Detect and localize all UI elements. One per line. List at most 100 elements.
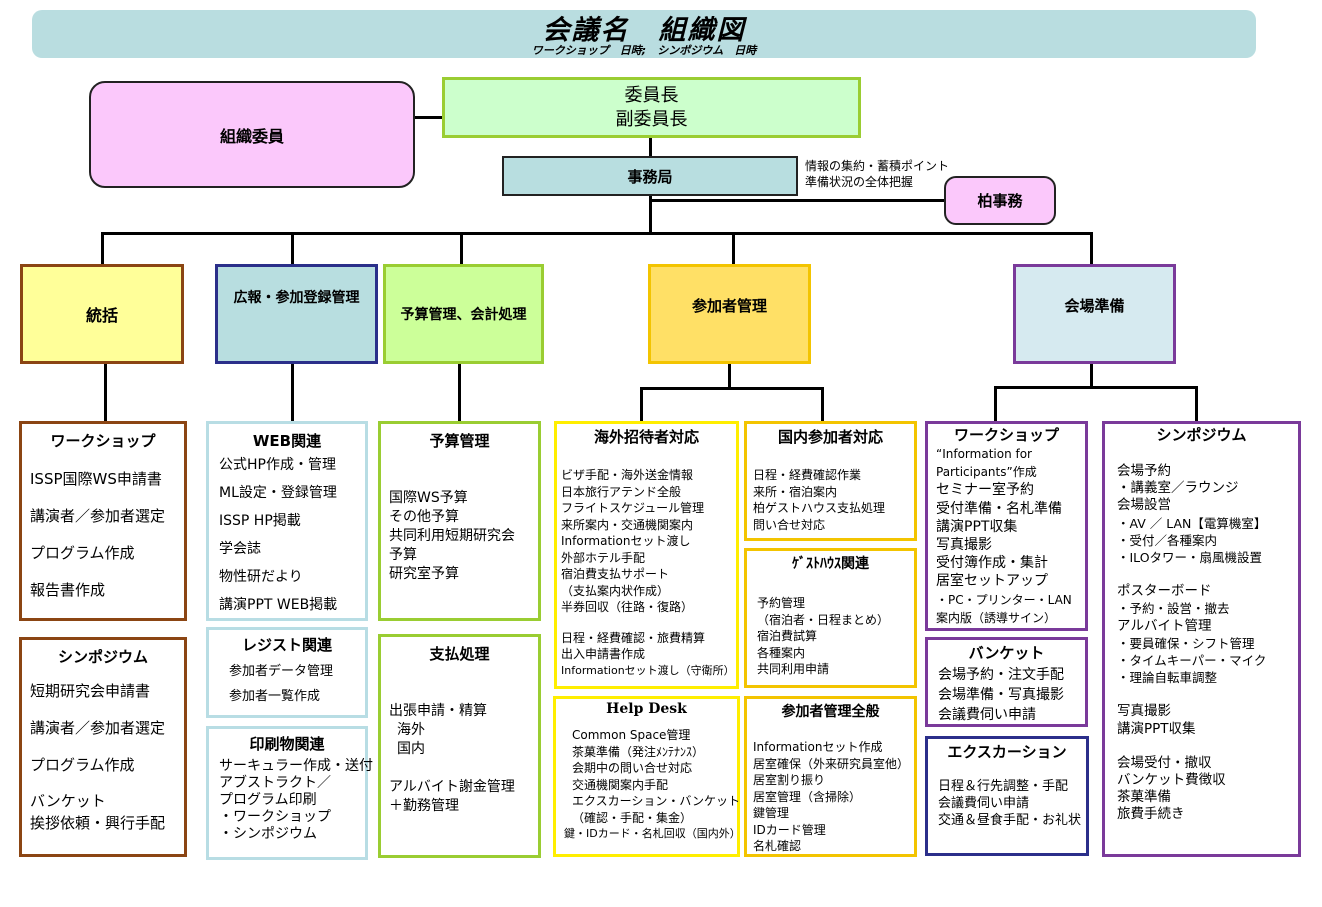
list-item: アルバイト謝金管理 (389, 779, 515, 795)
list-item: バンケット (30, 792, 106, 810)
venue-workshop-list: “Information for Participants”作成 セミナー室予約… (936, 445, 1077, 627)
list-item: 交通＆昼食手配・お礼状 (938, 813, 1082, 828)
list-item: その他予算 (389, 509, 459, 525)
list-item: 日程・経費確認作業 (753, 468, 862, 482)
list-item: ・ILOタワー・扇風機設置 (1117, 550, 1263, 566)
list-item: “Information for (936, 447, 1032, 461)
list-item: 講演PPT WEB掲載 (219, 597, 338, 613)
list-item: 柏ゲストハウス支払処理 (753, 501, 886, 515)
venue-excursion-title: エクスカーション (947, 743, 1067, 761)
budget-payment-box: 支払処理 出張申請・精算 海外 国内 アルバイト謝金管理 ＋勤務管理 (378, 634, 541, 858)
list-item: ・ワークショップ (219, 809, 331, 825)
dept-venue-label: 会場準備 (1064, 297, 1125, 315)
list-item: Informationセット渡し (561, 534, 691, 548)
list-item: 共同利用申請 (757, 662, 830, 676)
header-bar (32, 10, 1256, 58)
list-item (1117, 686, 1286, 703)
participants-overseas-list: ビザ手配・海外送金情報 日本旅行アテンド全般 フライトスケジュール管理 来所案内… (561, 467, 735, 679)
pr-registration-box: レジスト関連 参加者データ管理 参加者一覧作成 (206, 627, 368, 718)
list-item: 受付準備・名札準備 (936, 500, 1062, 517)
list-item: Informationセット渡し（守衛所） (561, 663, 735, 677)
list-item: 問い合せ対応 (753, 517, 826, 532)
list-item: 出入申請書作成 (561, 647, 646, 661)
venue-symposium-box: シンポジウム 会場予約 ・講義室／ラウンジ 会場設営 ・AV ／ LAN【電算機… (1102, 421, 1301, 857)
list-item: 国際WS予算 (389, 490, 468, 506)
budget-mgmt-list: 国際WS予算 その他予算 共同利用短期研究会 予算 研究室予算 (389, 489, 530, 584)
vice-chair-label: 副委員長 (615, 108, 688, 130)
general-workshop-box: ワークショップ ISSP国際WS申請書 講演者／参加者選定 プログラム作成 報告… (19, 421, 187, 621)
participants-guesthouse-box: ｹﾞｽﾄﾊｳｽ関連 予約管理 （宿泊者・日程まとめ） 宿泊費試算 各種案内 共同… (744, 548, 917, 688)
list-item: IDカード管理 (753, 822, 826, 837)
list-item: ML設定・登録管理 (219, 485, 337, 501)
list-item: 講演者／参加者選定 (30, 719, 166, 737)
venue-symposium-list: 会場予約 ・講義室／ラウンジ 会場設営 ・AV ／ LAN【電算機室】 ・受付／… (1117, 463, 1286, 824)
general-symposium-box: シンポジウム 短期研究会申請書 講演者／参加者選定 プログラム作成 バンケット … (19, 637, 187, 857)
chair-box: 委員長 副委員長 (442, 77, 861, 138)
dept-general-box: 統括 (20, 264, 184, 364)
venue-workshop-box: ワークショップ “Information for Participants”作成… (925, 421, 1088, 631)
list-item: 共同利用短期研究会 (389, 528, 515, 544)
page-title: 会議名 組織図 (542, 15, 746, 46)
list-item: ＋勤務管理 (389, 798, 459, 814)
chair-label: 委員長 (624, 84, 679, 106)
participants-guesthouse-title: ｹﾞｽﾄﾊｳｽ関連 (792, 556, 869, 572)
list-item: 学会誌 (219, 541, 261, 557)
list-item: 名札確認 (753, 839, 802, 853)
list-item: 講演者／参加者選定 (30, 507, 166, 525)
list-item: 日程＆行先調整・手配 (938, 779, 1069, 794)
list-item: ・予約・設営・撤去 (1117, 601, 1230, 617)
list-item: 鍵管理 (753, 806, 790, 820)
list-item: 宿泊費支払サポート (561, 567, 670, 581)
list-item: 予算 (389, 547, 417, 563)
list-item: 参加者一覧作成 (229, 689, 321, 704)
list-item: ポスターボード (1117, 583, 1212, 600)
secretariat-note-line-2: 準備状況の全体把握 (805, 175, 914, 189)
participants-overseas-title: 海外招待者対応 (593, 428, 699, 446)
list-item: 挨拶依頼・興行手配 (30, 814, 166, 832)
list-item: 写真撮影 (1117, 703, 1171, 720)
dept-budget-box: 予算管理、会計処理 (383, 264, 544, 364)
pr-print-box: 印刷物関連 サーキュラー作成・送付 アブストラクト／ プログラム印刷 ・ワークシ… (206, 726, 373, 860)
general-symposium-title: シンポジウム (57, 648, 148, 666)
list-item: ・要員確保・シフト管理 (1117, 635, 1255, 651)
list-item: 会場予約・注文手配 (938, 667, 1064, 683)
venue-banquet-title: バンケット (968, 644, 1045, 662)
list-item: ・シンポジウム (219, 826, 317, 842)
list-item: 研究室予算 (389, 566, 459, 582)
list-item: 会議費伺い申請 (938, 707, 1036, 723)
dept-participants-label: 参加者管理 (691, 297, 767, 315)
list-item: バンケット費徴収 (1117, 772, 1226, 789)
participants-helpdesk-title: Help Desk (606, 701, 687, 717)
list-item: 物性研だより (219, 569, 303, 585)
org-committee-box: 組織委員 (89, 81, 415, 188)
secretariat-note-line-1: 情報の集約・蓄積ポイント (805, 159, 950, 173)
list-item: Informationセット作成 (753, 740, 883, 754)
list-item: 来所案内・交通機関案内 (561, 517, 694, 532)
list-item: ISSP国際WS申請書 (30, 470, 162, 488)
general-symposium-list: 短期研究会申請書 講演者／参加者選定 プログラム作成 バンケット 挨拶依頼・興行… (30, 673, 176, 834)
participants-overseas-box: 海外招待者対応 ビザ手配・海外送金情報 日本旅行アテンド全般 フライトスケジュー… (554, 421, 739, 689)
participants-guesthouse-list: 予約管理 （宿泊者・日程まとめ） 宿泊費試算 各種案内 共同利用申請 (757, 595, 904, 678)
list-item: Participants”作成 (936, 465, 1037, 480)
list-item (1117, 738, 1286, 755)
dept-general-label: 統括 (85, 306, 118, 325)
list-item: 参加者データ管理 (229, 664, 334, 679)
list-item: 会場予約 (1117, 463, 1171, 479)
list-item: Common Space管理 (572, 728, 691, 742)
list-item: 旅費手続き (1117, 806, 1185, 823)
kashiwa-office-label: 柏事務 (977, 192, 1023, 210)
venue-symposium-title: シンポジウム (1156, 426, 1247, 444)
list-item: ・AV ／ LAN【電算機室】 (1117, 515, 1267, 531)
secretariat-label: 事務局 (627, 167, 673, 186)
participants-domestic-title: 国内参加者対応 (777, 428, 883, 446)
venue-workshop-title: ワークショップ (953, 426, 1059, 444)
list-item: 会場受付・撤収 (1117, 754, 1212, 771)
list-item: 居室割り振り (753, 773, 826, 787)
list-item: プログラム作成 (30, 544, 135, 562)
list-item: プログラム作成 (30, 756, 135, 774)
list-item: エクスカーション・バンケット (572, 794, 741, 808)
list-item: 会期中の問い合せ対応 (572, 761, 693, 775)
list-item: 国内 (397, 741, 425, 757)
list-item: （宿泊者・日程まとめ） (757, 612, 890, 627)
list-item: ・タイムキーパー・マイク (1117, 653, 1267, 669)
